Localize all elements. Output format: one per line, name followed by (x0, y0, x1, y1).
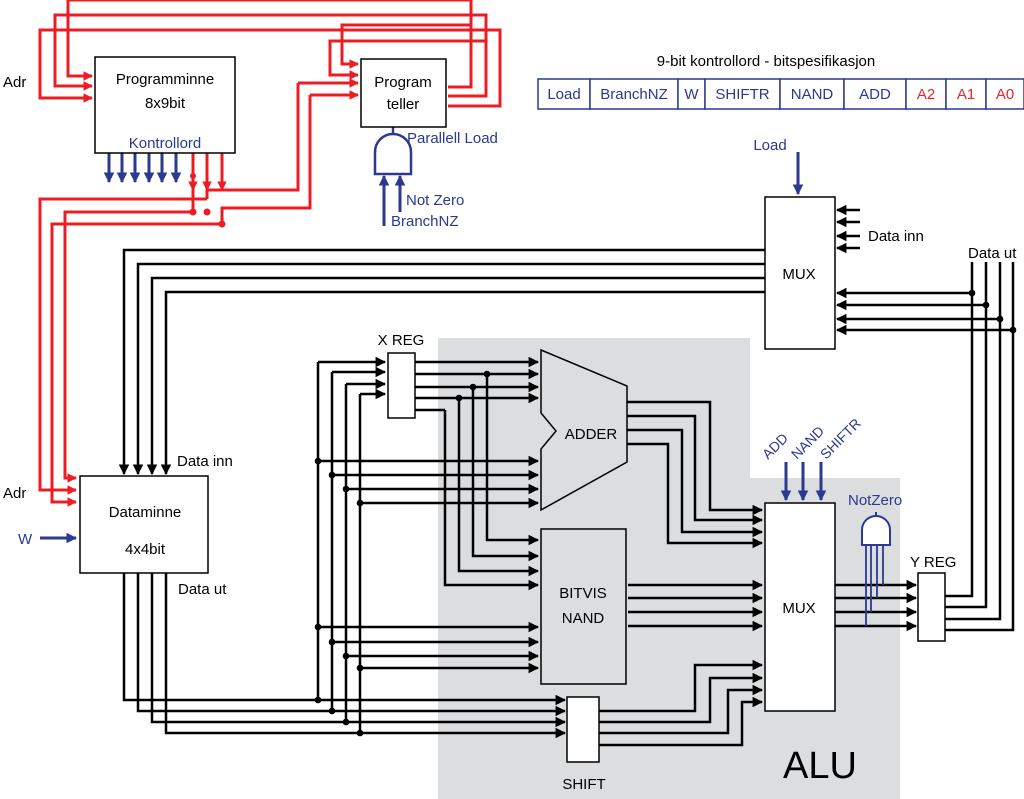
control-word-bit-label: A1 (957, 86, 975, 103)
control-word-bit-label: A2 (917, 86, 935, 103)
control-word-cell (589, 78, 679, 110)
control-word-cell (985, 78, 1024, 110)
shift-label: SHIFT (562, 776, 605, 793)
shiftr-control-label: SHIFTR (817, 415, 864, 462)
data-memory-title: Dataminne (109, 504, 182, 521)
control-word-cell (704, 78, 781, 110)
kontrollord-red-outputs (188, 153, 227, 191)
y-reg-label: Y REG (910, 554, 956, 571)
control-word-bit-label: W (684, 86, 699, 103)
bus-junctions (314, 289, 1017, 737)
add-control-label: ADD (759, 430, 791, 462)
top-mux-block (764, 196, 836, 350)
red-junctions (189, 173, 226, 228)
x-reg-label: X REG (378, 332, 425, 349)
program-memory-size: 8x9bit (145, 95, 186, 112)
bitvis-nand-block (540, 528, 627, 685)
program-memory-block (94, 56, 236, 154)
data-ut-right-label: Data ut (968, 245, 1017, 262)
parallel-load-and-gate (373, 126, 413, 226)
alu-control-arrows (780, 462, 827, 502)
adr-program-label: Adr (3, 74, 26, 91)
control-word-title: 9-bit kontrollord - bitspesifikasjon (657, 53, 875, 70)
y-reg-block (917, 572, 946, 642)
program-counter-subtitle: teller (387, 96, 420, 113)
bitvis-label: BITVIS (559, 585, 607, 602)
branchnz-label: BranchNZ (391, 213, 459, 230)
data-buses (118, 204, 1015, 757)
not-zero-label: Not Zero (406, 192, 464, 209)
parallel-load-label: Parallell Load (407, 130, 498, 147)
w-label: W (18, 531, 33, 548)
x-reg-block (387, 352, 416, 419)
program-counter-block (360, 58, 447, 128)
control-word-cell (843, 78, 907, 110)
adder-label: ADDER (565, 426, 618, 443)
load-label: Load (753, 137, 786, 154)
top-mux-label: MUX (782, 266, 815, 283)
data-memory-size: 4x4bit (125, 541, 166, 558)
alu-label: ALU (783, 745, 857, 787)
program-memory-title: Programminne (116, 71, 214, 88)
data-ut-mem-label: Data ut (178, 581, 227, 598)
control-word-bit-label: ADD (859, 86, 891, 103)
control-word-bit-label: A0 (996, 86, 1014, 103)
bitvis-nand-label: NAND (562, 610, 605, 627)
alu-mux-block (764, 502, 836, 712)
kontrollord-label: Kontrollord (129, 135, 202, 152)
control-word-bit-label: Load (547, 86, 580, 103)
data-memory-block (79, 475, 209, 574)
control-word-cell (677, 78, 706, 110)
alu-mux-label: MUX (782, 600, 815, 617)
shift-block (566, 696, 600, 763)
notzero-and-gate (861, 512, 891, 626)
control-word-bit-label: BranchNZ (600, 86, 668, 103)
adr-data-label: Adr (3, 485, 26, 502)
data-inn-mux-label: Data inn (868, 228, 924, 245)
program-counter-title: Program (374, 74, 432, 91)
program-address-bus (38, 0, 502, 507)
control-word-bit-label: SHIFTR (715, 86, 769, 103)
control-word-bit-label: NAND (791, 86, 834, 103)
notzero-label: NotZero (848, 492, 902, 509)
kontrollord-blue-outputs (103, 153, 182, 184)
data-inn-mem-label: Data inn (177, 453, 233, 470)
control-word-table: 9-bit kontrollord - bitspesifikasjon Loa… (537, 53, 1024, 110)
adder-block (540, 348, 628, 512)
